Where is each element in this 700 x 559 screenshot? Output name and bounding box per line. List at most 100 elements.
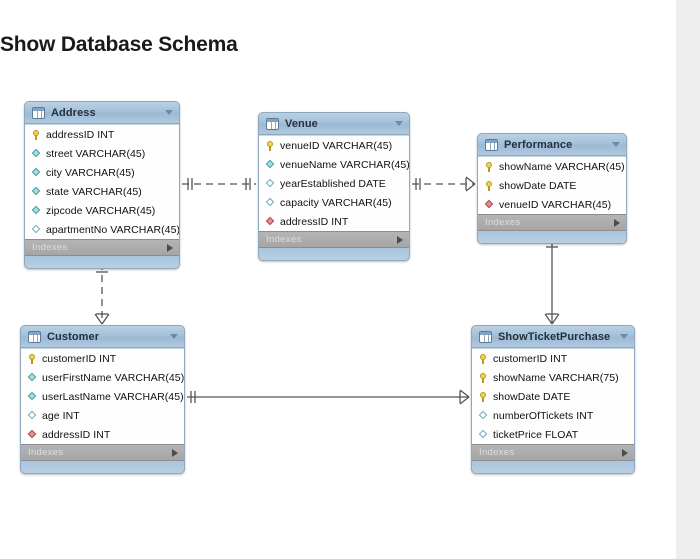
table-field[interactable]: showDate DATE bbox=[478, 176, 626, 195]
expand-arrow-icon[interactable] bbox=[397, 235, 403, 244]
indexes-row[interactable]: Indexes bbox=[21, 444, 184, 461]
table-title: Address bbox=[51, 106, 96, 119]
table-field[interactable]: userFirstName VARCHAR(45) bbox=[21, 368, 184, 387]
field-label: customerID INT bbox=[493, 352, 568, 365]
table-field[interactable]: street VARCHAR(45) bbox=[25, 144, 179, 163]
er-table-performance[interactable]: Performance showName VARCHAR(45) showDat… bbox=[477, 133, 627, 244]
table-header-customer[interactable]: Customer bbox=[21, 326, 184, 348]
field-label: addressID INT bbox=[280, 215, 349, 228]
table-header-showticketpurchase[interactable]: ShowTicketPurchase bbox=[472, 326, 634, 348]
table-footer bbox=[25, 256, 179, 268]
foreign-key-icon bbox=[266, 217, 275, 227]
table-field[interactable]: age INT bbox=[21, 406, 184, 425]
table-field[interactable]: addressID INT bbox=[259, 212, 409, 231]
table-title: Venue bbox=[285, 117, 318, 130]
table-icon bbox=[479, 330, 492, 343]
table-field[interactable]: showName VARCHAR(45) bbox=[478, 157, 626, 176]
table-icon bbox=[485, 138, 498, 151]
table-field[interactable]: zipcode VARCHAR(45) bbox=[25, 201, 179, 220]
expand-arrow-icon[interactable] bbox=[614, 218, 620, 227]
table-field[interactable]: yearEstablished DATE bbox=[259, 174, 409, 193]
expand-arrow-icon[interactable] bbox=[622, 448, 628, 457]
field-label: showDate DATE bbox=[493, 390, 571, 403]
indexes-row[interactable]: Indexes bbox=[472, 444, 634, 461]
relationship-customer-showticketpurchase bbox=[187, 389, 470, 405]
indexes-label: Indexes bbox=[485, 217, 521, 228]
table-header-venue[interactable]: Venue bbox=[259, 113, 409, 135]
table-field[interactable]: state VARCHAR(45) bbox=[25, 182, 179, 201]
table-header-address[interactable]: Address bbox=[25, 102, 179, 124]
nullable-icon bbox=[32, 225, 41, 235]
table-field[interactable]: city VARCHAR(45) bbox=[25, 163, 179, 182]
table-field[interactable]: customerID INT bbox=[472, 349, 634, 368]
field-label: numberOfTickets INT bbox=[493, 409, 594, 422]
indexes-label: Indexes bbox=[32, 242, 68, 253]
er-table-customer[interactable]: Customer customerID INT userFirstName VA… bbox=[20, 325, 185, 474]
field-list-address: addressID INT street VARCHAR(45) city VA… bbox=[25, 124, 179, 239]
table-footer bbox=[259, 248, 409, 260]
table-icon bbox=[32, 106, 45, 119]
chevron-down-icon[interactable] bbox=[170, 334, 178, 339]
table-field[interactable]: venueID VARCHAR(45) bbox=[478, 195, 626, 214]
er-table-address[interactable]: Address addressID INT street VARCHAR(45)… bbox=[24, 101, 180, 269]
indexes-row[interactable]: Indexes bbox=[259, 231, 409, 248]
indexes-label: Indexes bbox=[479, 447, 515, 458]
not-null-icon bbox=[32, 168, 41, 178]
chevron-down-icon[interactable] bbox=[612, 142, 620, 147]
table-field[interactable]: ticketPrice FLOAT bbox=[472, 425, 634, 444]
primary-key-icon bbox=[28, 353, 37, 364]
nullable-icon bbox=[479, 430, 488, 440]
primary-key-icon bbox=[266, 140, 275, 151]
field-label: capacity VARCHAR(45) bbox=[280, 196, 392, 209]
field-label: venueID VARCHAR(45) bbox=[499, 198, 612, 211]
table-footer bbox=[21, 461, 184, 473]
field-label: userFirstName VARCHAR(45) bbox=[42, 371, 185, 384]
expand-arrow-icon[interactable] bbox=[167, 243, 173, 252]
table-field[interactable]: apartmentNo VARCHAR(45) bbox=[25, 220, 179, 239]
foreign-key-icon bbox=[28, 430, 37, 440]
table-field[interactable]: capacity VARCHAR(45) bbox=[259, 193, 409, 212]
field-label: addressID INT bbox=[46, 128, 115, 141]
table-field[interactable]: addressID INT bbox=[21, 425, 184, 444]
relationship-address-customer bbox=[94, 263, 110, 325]
relationship-lines bbox=[94, 176, 560, 405]
table-field[interactable]: userLastName VARCHAR(45) bbox=[21, 387, 184, 406]
field-label: userLastName VARCHAR(45) bbox=[42, 390, 184, 403]
primary-key-icon bbox=[479, 372, 488, 383]
nullable-icon bbox=[479, 411, 488, 421]
field-label: ticketPrice FLOAT bbox=[493, 428, 579, 441]
table-field[interactable]: venueName VARCHAR(45) bbox=[259, 155, 409, 174]
table-field[interactable]: numberOfTickets INT bbox=[472, 406, 634, 425]
indexes-label: Indexes bbox=[28, 447, 64, 458]
indexes-row[interactable]: Indexes bbox=[25, 239, 179, 256]
chevron-down-icon[interactable] bbox=[395, 121, 403, 126]
er-table-venue[interactable]: Venue venueID VARCHAR(45) venueName VARC… bbox=[258, 112, 410, 261]
indexes-row[interactable]: Indexes bbox=[478, 214, 626, 231]
table-field[interactable]: venueID VARCHAR(45) bbox=[259, 136, 409, 155]
not-null-icon bbox=[32, 206, 41, 216]
table-field[interactable]: showDate DATE bbox=[472, 387, 634, 406]
schema-canvas: Address addressID INT street VARCHAR(45)… bbox=[0, 0, 676, 559]
page-title: Show Database Schema bbox=[0, 33, 238, 56]
table-header-performance[interactable]: Performance bbox=[478, 134, 626, 156]
field-label: street VARCHAR(45) bbox=[46, 147, 146, 160]
not-null-icon bbox=[266, 160, 275, 170]
expand-arrow-icon[interactable] bbox=[172, 448, 178, 457]
not-null-icon bbox=[32, 187, 41, 197]
chevron-down-icon[interactable] bbox=[620, 334, 628, 339]
primary-key-icon bbox=[485, 180, 494, 191]
chevron-down-icon[interactable] bbox=[165, 110, 173, 115]
table-field[interactable]: customerID INT bbox=[21, 349, 184, 368]
table-field[interactable]: addressID INT bbox=[25, 125, 179, 144]
primary-key-icon bbox=[479, 391, 488, 402]
field-label: apartmentNo VARCHAR(45) bbox=[46, 223, 180, 236]
nullable-icon bbox=[266, 198, 275, 208]
field-label: venueID VARCHAR(45) bbox=[280, 139, 393, 152]
primary-key-icon bbox=[485, 161, 494, 172]
table-field[interactable]: showName VARCHAR(75) bbox=[472, 368, 634, 387]
primary-key-icon bbox=[32, 129, 41, 140]
field-label: showName VARCHAR(75) bbox=[493, 371, 619, 384]
er-table-showticketpurchase[interactable]: ShowTicketPurchase customerID INT showNa… bbox=[471, 325, 635, 474]
field-list-venue: venueID VARCHAR(45) venueName VARCHAR(45… bbox=[259, 135, 409, 231]
relationship-venue-performance bbox=[412, 176, 476, 192]
